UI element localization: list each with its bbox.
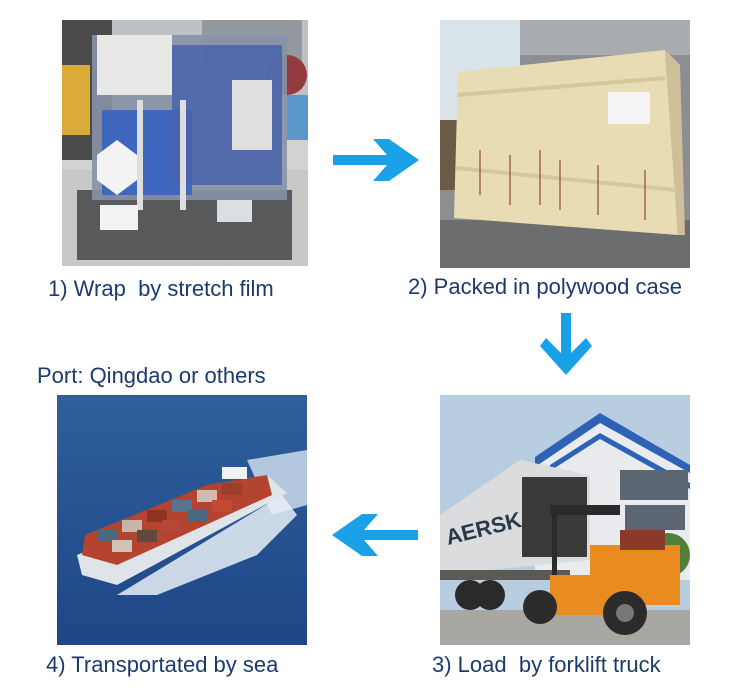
step-4-photo-container-ship: [57, 395, 307, 645]
step-2-caption: 2) Packed in polywood case: [408, 274, 682, 299]
step-1-caption: 1) Wrap by stretch film: [48, 276, 274, 301]
step-1-photo-generator-wrapped: [62, 20, 308, 266]
step-4-caption: 4) Transportated by sea: [46, 652, 279, 677]
port-label: Port: Qingdao or others: [37, 363, 266, 388]
step-3-caption: 3) Load by forklift truck: [432, 652, 661, 677]
step-3-photo-forklift-loading: AERSK: [440, 395, 690, 645]
step-2-photo-plywood-crate: [440, 20, 690, 268]
arrow-left-icon: [332, 508, 418, 562]
arrow-right-icon: [333, 133, 419, 187]
arrow-down-icon: [540, 313, 592, 375]
